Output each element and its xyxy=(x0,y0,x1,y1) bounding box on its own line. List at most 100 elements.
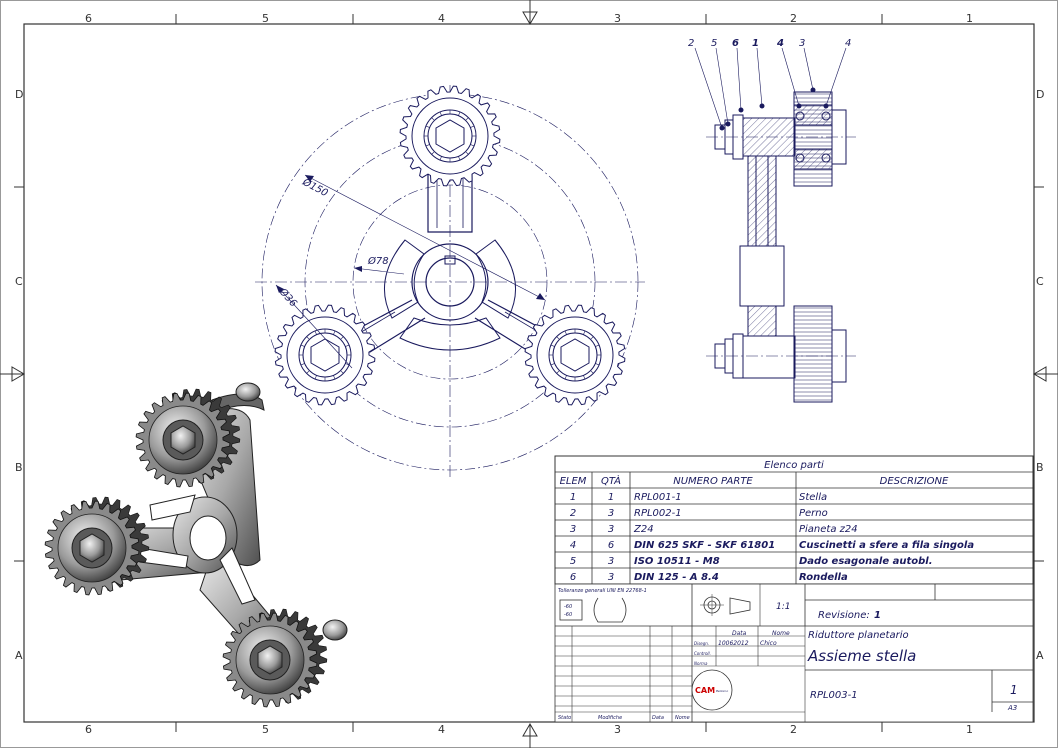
title-block xyxy=(554,583,1034,723)
table-cell: RPL002-1 xyxy=(634,508,682,519)
zone-col-bot-1: 1 xyxy=(966,723,973,736)
zone-row-right-B: B xyxy=(1036,461,1044,474)
table-cell: 2 xyxy=(570,508,576,519)
zone-row-right-A: A xyxy=(1036,649,1044,662)
table-cell: Stella xyxy=(799,492,827,503)
parts-header-numero: NUMERO PARTE xyxy=(673,476,753,487)
table-cell: 3 xyxy=(608,524,614,535)
footer-data: Data xyxy=(652,715,664,721)
table-cell: 3 xyxy=(570,524,576,535)
zone-col-bot-2: 2 xyxy=(790,723,797,736)
table-row: 4 6 DIN 625 SKF - SKF 61801 Cuscinetti a sf… xyxy=(570,540,975,551)
zone-col-top-2: 2 xyxy=(790,12,797,25)
isometric-view xyxy=(44,382,348,708)
controllato-label: Controll. xyxy=(694,651,711,656)
footer-stato: Stato xyxy=(558,715,571,721)
iso-gear xyxy=(135,388,241,488)
dim-diameter-150: Ø150 xyxy=(300,176,330,200)
zone-col-bot-4: 4 xyxy=(438,723,445,736)
parts-header-qta: QTÀ xyxy=(601,474,621,487)
balloon-6: 6 xyxy=(732,38,739,49)
zone-col-bot-6: 6 xyxy=(85,723,92,736)
table-cell: 3 xyxy=(608,508,614,519)
zone-col-top-5: 5 xyxy=(262,12,269,25)
table-cell: DIN 625 SKF - SKF 61801 xyxy=(634,540,775,551)
hub-bore xyxy=(425,257,475,307)
scale-value: 1:1 xyxy=(776,602,790,612)
footer-nome: Nome xyxy=(675,715,690,721)
iso-gear xyxy=(222,608,328,708)
disegnato-label: Disegn. xyxy=(694,641,709,646)
table-cell: Perno xyxy=(799,508,828,519)
revision-value: 1 xyxy=(874,610,881,621)
table-cell: 6 xyxy=(570,572,576,583)
table-cell: Dado esagonale autobl. xyxy=(799,556,933,567)
table-row: 5 3 ISO 10511 - M8 Dado esagonale autobl. xyxy=(570,556,933,567)
parts-header-elem: ELEM xyxy=(560,476,587,487)
drawing-date: 10062012 xyxy=(718,640,749,647)
zone-row-left-C: C xyxy=(15,275,23,288)
table-cell: Rondella xyxy=(799,572,848,583)
balloon-3: 3 xyxy=(799,38,805,49)
table-cell: Z24 xyxy=(633,524,654,535)
sheet-number: 1 xyxy=(1010,683,1018,697)
balloon-1: 1 xyxy=(752,38,759,49)
sheet-format: A3 xyxy=(1007,704,1017,712)
nome-label: Nome xyxy=(772,630,790,637)
table-cell: Cuscinetti a sfere a fila singola xyxy=(799,540,974,551)
company-logo-text: CAM xyxy=(695,686,715,695)
footer-modifiche: Modifiche xyxy=(598,715,622,721)
zone-col-bot-5: 5 xyxy=(262,723,269,736)
zone-col-top-3: 3 xyxy=(614,12,621,25)
title-block-text: Tolleranze generali UNI EN 22768-1 -60 -… xyxy=(558,588,1018,721)
table-cell: 6 xyxy=(608,540,614,551)
planet-gear xyxy=(524,304,626,406)
zone-row-left-B: B xyxy=(15,461,23,474)
norma-label: Norma xyxy=(694,661,708,666)
table-cell: 3 xyxy=(608,572,614,583)
side-view xyxy=(694,47,856,403)
revision-label: Revisione: xyxy=(818,610,870,621)
zone-labels: 6 5 4 3 2 1 6 5 4 3 2 1 D C B A D C B A xyxy=(15,12,1044,736)
drawing-subtitle: Riduttore planetario xyxy=(808,630,909,641)
zone-col-top-1: 1 xyxy=(966,12,973,25)
zone-row-right-C: C xyxy=(1036,275,1044,288)
balloon-4a: 4 xyxy=(776,38,784,49)
table-row: 2 3 RPL002-1 Perno xyxy=(570,508,828,519)
table-row: 6 3 DIN 125 - A 8.4 Rondella xyxy=(570,572,848,583)
parts-header-descrizione: DESCRIZIONE xyxy=(880,476,949,487)
table-cell: ISO 10511 - M8 xyxy=(634,556,720,567)
balloon-5: 5 xyxy=(711,38,717,49)
balloon-2: 2 xyxy=(688,38,694,49)
zone-col-top-4: 4 xyxy=(438,12,445,25)
table-cell: DIN 125 - A 8.4 xyxy=(634,572,719,583)
zone-row-left-D: D xyxy=(15,88,23,101)
planet-gears xyxy=(274,85,626,406)
table-cell: 4 xyxy=(570,540,576,551)
side-view-balloons: 2 5 6 1 4 3 4 xyxy=(688,38,851,49)
table-cell: 1 xyxy=(570,492,576,503)
planet-gear xyxy=(399,85,501,187)
front-view xyxy=(255,85,645,478)
table-cell: 5 xyxy=(570,556,576,567)
data-label: Data xyxy=(732,630,747,637)
drawing-title: Assieme stella xyxy=(807,647,916,665)
table-cell: RPL001-1 xyxy=(634,492,682,503)
zone-ticks xyxy=(14,14,1044,732)
inner-frame xyxy=(23,23,1035,723)
iso-gear xyxy=(44,496,150,596)
tol-code-2: -60 xyxy=(564,612,572,618)
zone-col-bot-3: 3 xyxy=(614,723,621,736)
table-cell: 3 xyxy=(608,556,614,567)
table-cell: 1 xyxy=(608,492,614,503)
tol-code-1: -60 xyxy=(564,604,572,610)
zone-row-left-A: A xyxy=(15,649,23,662)
parts-list: Elenco parti ELEM QTÀ NUMERO PARTE DESCR… xyxy=(554,455,1034,585)
planet-gear xyxy=(274,304,376,406)
drawing-author: Chico xyxy=(760,640,777,647)
parts-list-title: Elenco parti xyxy=(764,460,824,471)
dim-diameter-78: Ø78 xyxy=(367,255,389,267)
